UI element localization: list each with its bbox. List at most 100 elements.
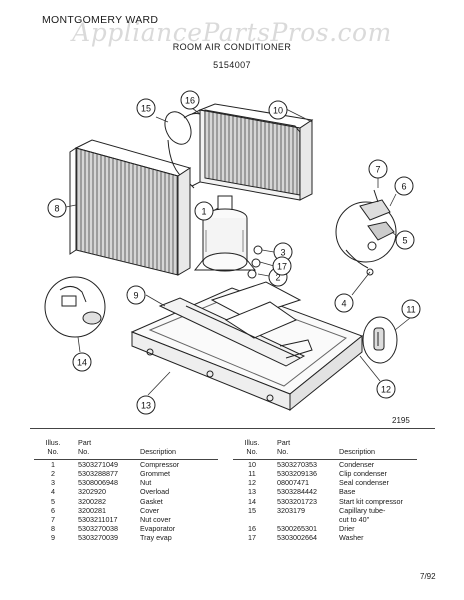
svg-text:10: 10 [273,106,283,116]
callout-4: 4 [334,293,354,313]
callout-1: 1 [194,201,214,221]
part-number: 5303201723 [277,496,317,506]
svg-text:17: 17 [277,262,287,272]
part-number: 5303271049 [78,460,118,470]
part-number: 5303209136 [277,469,317,479]
part-description: Clip condenser [339,469,387,479]
table-row: 2 5303288877 Grommet [34,469,218,478]
part-number: 5303288877 [78,469,118,479]
callout-7: 7 [368,159,388,179]
callout-13: 13 [136,395,156,415]
svg-text:16: 16 [185,96,195,106]
callout-14: 14 [72,352,92,372]
revision-date: 7/92 [420,572,436,581]
illus-number: 17 [248,532,256,542]
part-description: Drier [339,523,355,533]
part-description: Grommet [140,469,170,479]
part-number: 5300265301 [277,523,317,533]
header-illus-no-label: Illus.No. [45,438,61,457]
model-number: 5154007 [213,60,251,70]
part-description: Compressor [140,460,180,470]
parts-list-left: 1 5303271049 Compressor 2 5303288877 Grommet 3… [34,460,218,542]
illus-number: 16 [248,523,256,533]
illus-number: 4 [51,487,55,497]
table-row: cut to 40" [233,515,417,524]
svg-text:3: 3 [280,248,285,258]
part-description: Evaporator [140,523,176,533]
illus-number: 13 [248,487,256,497]
condenser-coil [191,103,314,201]
condenser-clip [362,316,398,364]
illus-number: 2 [51,469,55,479]
illus-number: 8 [51,523,55,533]
header-description: Description [339,438,417,461]
part-description: cut to 40" [339,514,370,524]
part-description: Washer [339,532,364,542]
part-description: Overload [140,487,170,497]
table-row: 16 5300265301 Drier [233,524,417,533]
svg-text:7: 7 [375,165,380,175]
part-number: 5303284442 [277,487,317,497]
callout-10: 10 [268,100,288,120]
header-description: Description [140,438,218,461]
evaporator-coil [69,139,192,276]
part-description: Base [339,487,356,497]
callout-6: 6 [394,176,414,196]
part-number: 3202920 [78,487,106,497]
part-number [277,515,339,524]
watermark: AppliancePartsPros.com [72,18,392,47]
callout-15: 15 [136,98,156,118]
part-number: 3200282 [78,496,106,506]
table-row: 8 5303270038 Evaporator [34,524,218,533]
callout-17: 17 [272,256,292,276]
start-kit-assembly [44,276,106,338]
part-description: Capillary tube- [339,505,386,515]
header-illus-no: Illus.No. [233,438,277,461]
diagram-title: ROOM AIR CONDITIONER [172,42,292,52]
part-number: 5303002664 [277,532,317,542]
callout-11: 11 [401,299,421,319]
part-description: Nut cover [140,514,171,524]
table-row: 13 5303284442 Base [233,487,417,496]
svg-text:14: 14 [77,358,87,368]
table-row: 17 5303002664 Washer [233,533,417,542]
svg-text:9: 9 [133,291,138,301]
figure-number: 2195 [392,416,410,425]
overload-cover-assembly [335,189,397,276]
part-number: 5303270039 [78,532,118,542]
illus-number: 6 [51,505,55,515]
illus-number: 10 [248,460,256,470]
svg-text:13: 13 [141,401,151,411]
compressor [193,195,257,272]
illus-number: 9 [51,532,55,542]
leader-lines [65,107,411,396]
table-row: 4 3202920 Overload [34,487,218,496]
svg-text:4: 4 [341,299,346,309]
illus-number: 14 [248,496,256,506]
divider [30,428,435,429]
part-number: 5308006948 [78,478,118,488]
callout-16: 16 [180,90,200,110]
illus-number [233,515,277,524]
svg-text:5: 5 [402,236,407,246]
callout-5: 5 [395,230,415,250]
part-description: Cover [140,505,160,515]
callout-9: 9 [126,285,146,305]
illus-number: 1 [51,460,55,470]
svg-text:8: 8 [54,204,59,214]
svg-text:1: 1 [201,207,206,217]
illus-number: 11 [248,469,256,479]
part-number: 5303270038 [78,523,118,533]
svg-text:12: 12 [381,385,391,395]
